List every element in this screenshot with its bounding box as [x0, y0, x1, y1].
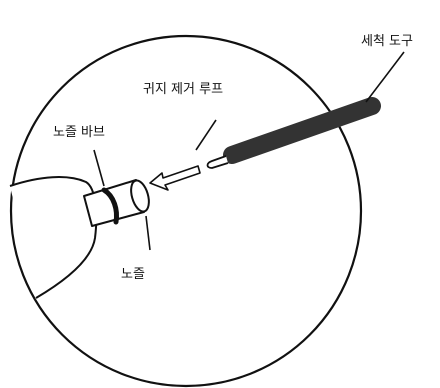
label-ear-wax-loop: 귀지 제거 루프	[143, 82, 223, 97]
label-nozzle: 노즐	[121, 267, 145, 282]
label-cleaning-tool: 세척 도구	[361, 34, 413, 49]
direction-arrow	[149, 165, 201, 191]
cleaning-tool-handle	[223, 97, 381, 164]
leader-line-nozzle-valve	[93, 149, 105, 187]
ear-wax-loop-pin	[206, 155, 229, 169]
leader-line-cleaning-tool	[365, 51, 405, 103]
label-nozzle-valve: 노즐 바브	[53, 125, 105, 140]
leader-line-ear-wax-loop	[195, 119, 217, 151]
nozzle-tip	[130, 179, 150, 213]
magnified-view-circle	[9, 34, 363, 388]
nozzle-valve-ring	[101, 187, 119, 225]
leader-line-nozzle	[145, 215, 151, 251]
